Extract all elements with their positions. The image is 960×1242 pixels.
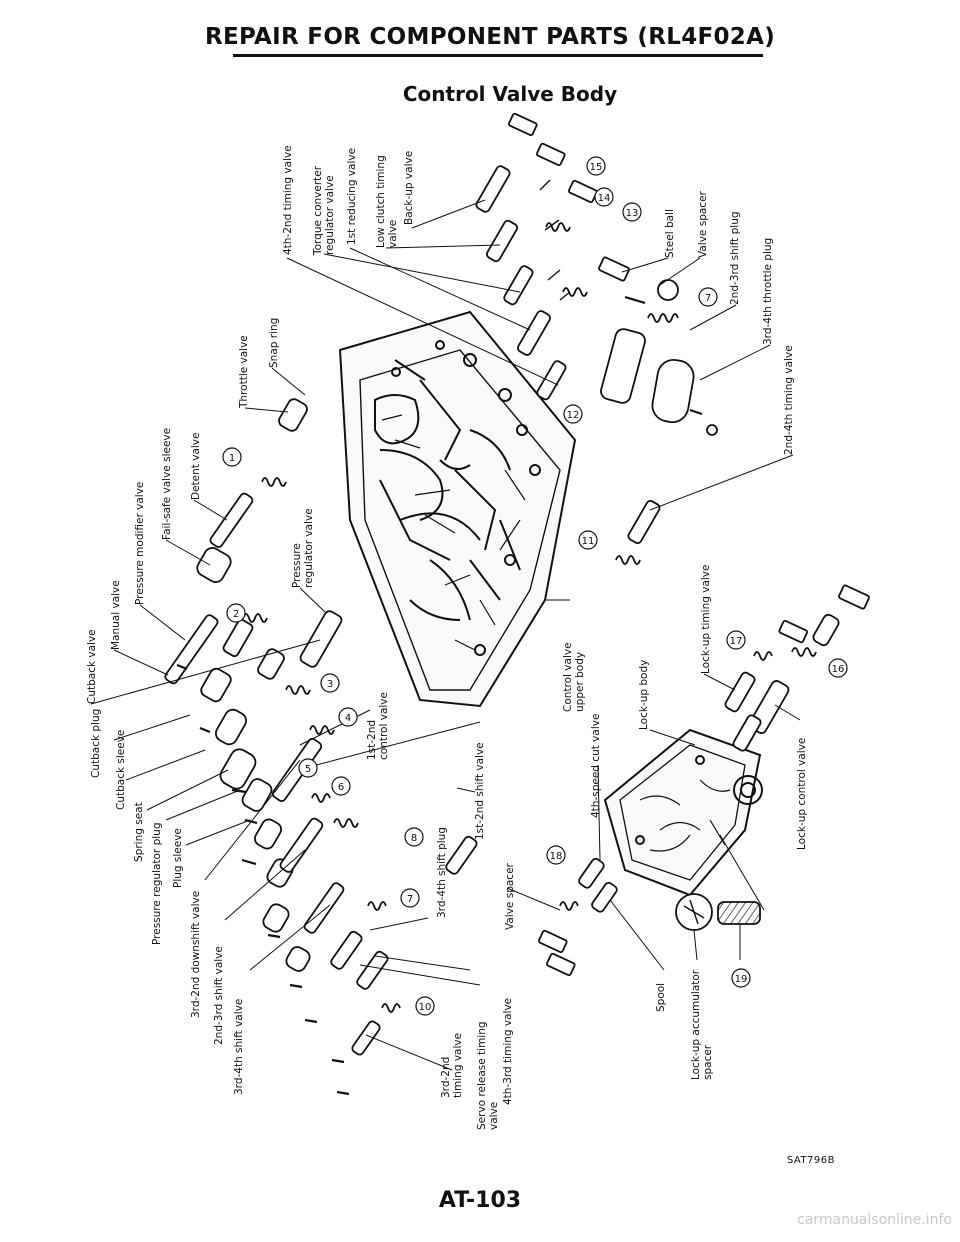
label-4th-2nd-timing-valve: 4th-2nd timing valve <box>282 145 294 255</box>
callout-17: 17 <box>730 636 743 647</box>
label-throttle-valve: Throttle valve <box>238 335 250 408</box>
valve-parts <box>164 112 870 1096</box>
label-valve-spacer-bottom: Valve spacer <box>504 863 516 930</box>
label-spool: Spool <box>655 982 667 1012</box>
label-low-clutch-timing-valve: Low clutch timing valve <box>375 155 399 248</box>
label-detent-valve: Detent valve <box>190 432 202 500</box>
label-spring-seat: Spring seat <box>133 802 145 862</box>
label-lock-up-control-valve: Lock-up control valve <box>796 737 808 850</box>
callout-1: 1 <box>229 453 235 464</box>
label-3rd-4th-shift-plug: 3rd-4th shift plug <box>436 827 448 918</box>
label-manual-valve: Manual valve <box>110 580 122 650</box>
figure-code: SAT796B <box>786 1155 835 1166</box>
label-4th-3rd-timing-valve: 4th-3rd timing valve <box>502 997 514 1105</box>
label-control-valve-upper-body: Control valve upper body <box>562 642 586 712</box>
page-header: REPAIR FOR COMPONENT PARTS (RL4F02A) <box>204 24 776 50</box>
callout-13: 13 <box>626 208 639 219</box>
label-3rd-2nd-downshift-valve: 3rd-2nd downshift valve <box>190 890 202 1018</box>
label-4th-speed-cut-valve: 4th-speed cut valve <box>590 713 602 818</box>
callout-14: 14 <box>598 193 611 204</box>
label-fail-safe-valve-sleeve: Fail-safe valve sleeve <box>161 427 173 540</box>
header-rule <box>233 54 763 57</box>
label-snap-ring: Snap ring <box>268 317 280 368</box>
label-lock-up-accumulator-spacer: Lock-up accumulator spacer <box>690 969 714 1080</box>
label-3rd-4th-shift-valve: 3rd-4th shift valve <box>233 998 245 1095</box>
label-2nd-4th-timing-valve: 2nd-4th timing valve <box>783 345 795 455</box>
label-2nd-3rd-shift-valve: 2nd-3rd shift valve <box>213 946 225 1045</box>
label-lock-up-timing-valve: Lock-up timing valve <box>700 564 712 674</box>
label-pressure-regulator-plug: Pressure regulator plug <box>151 822 163 946</box>
label-back-up-valve: Back-up valve <box>403 150 415 225</box>
callout-5: 5 <box>305 764 311 775</box>
label-steel-ball: Steel ball <box>664 209 676 258</box>
control-valve-body-drawing <box>338 310 577 708</box>
label-1st-2nd-shift-valve: 1st-2nd shift valve <box>474 742 486 840</box>
callout-7-left: 7 <box>407 894 413 905</box>
callout-numbers: 1 2 3 4 5 6 7 7 8 10 11 12 13 14 15 16 1… <box>229 162 845 1013</box>
label-cutback-sleeve: Cutback sleeve <box>115 729 127 810</box>
callout-4: 4 <box>345 713 351 724</box>
callout-10: 10 <box>419 1002 432 1013</box>
label-1st-reducing-valve: 1st reducing valve <box>346 147 358 245</box>
label-cutback-valve: Cutback valve <box>86 629 98 704</box>
label-pressure-modifier-valve: Pressure modifier valve <box>134 481 146 605</box>
callout-12: 12 <box>567 410 580 421</box>
callout-19: 19 <box>735 974 748 985</box>
lock-up-body-drawing <box>603 728 763 897</box>
label-3rd-4th-throttle-plug: 3rd-4th throttle plug <box>762 237 774 345</box>
label-pressure-regulator-valve: Pressure regulator valve <box>291 508 315 588</box>
label-1st-2nd-control-valve: 1st-2nd control valve <box>366 692 390 760</box>
label-valve-spacer-top: Valve spacer <box>697 191 709 258</box>
callout-7-right: 7 <box>705 293 711 304</box>
watermark: carmanualsonline.info <box>797 1212 952 1228</box>
section-title: Control Valve Body <box>402 82 618 106</box>
callout-2: 2 <box>233 609 239 620</box>
callout-8: 8 <box>411 833 417 844</box>
label-plug-sleeve: Plug sleeve <box>172 828 184 888</box>
callout-15: 15 <box>590 162 603 173</box>
page-number: AT-103 <box>438 1188 522 1213</box>
callout-markers <box>222 156 848 1016</box>
label-3rd-2nd-timing-valve: 3rd-2nd timing valve <box>440 1032 464 1098</box>
callout-6: 6 <box>338 782 344 793</box>
label-cutback-plug: Cutback plug <box>90 708 102 778</box>
label-2nd-3rd-shift-plug: 2nd-3rd shift plug <box>729 211 741 305</box>
leader-lines <box>90 199 801 1071</box>
label-lock-up-body: Lock-up body <box>638 659 650 730</box>
callout-11: 11 <box>582 536 595 547</box>
label-torque-converter-regulator-valve: Torque converter regulator valve <box>312 165 336 255</box>
callout-16: 16 <box>832 664 845 675</box>
callout-18: 18 <box>550 851 563 862</box>
label-servo-release-timing-valve: Servo release timing valve <box>476 1021 500 1130</box>
callout-3: 3 <box>327 679 333 690</box>
